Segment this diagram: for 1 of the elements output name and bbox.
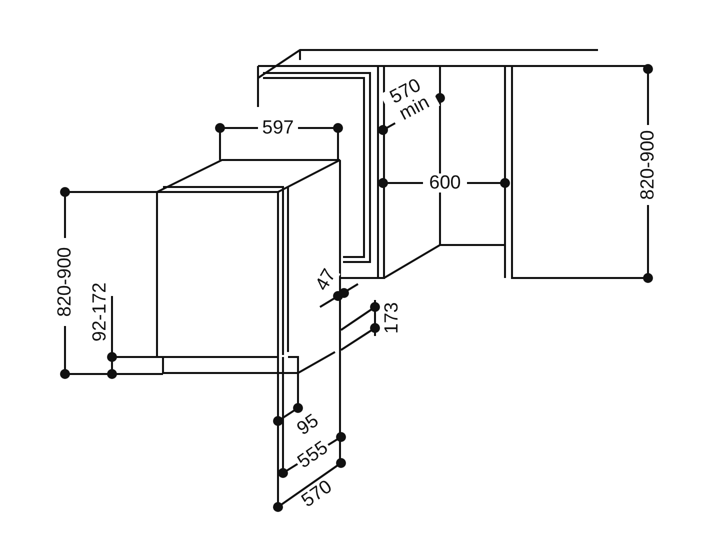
dimension-label: 600: [427, 174, 463, 192]
